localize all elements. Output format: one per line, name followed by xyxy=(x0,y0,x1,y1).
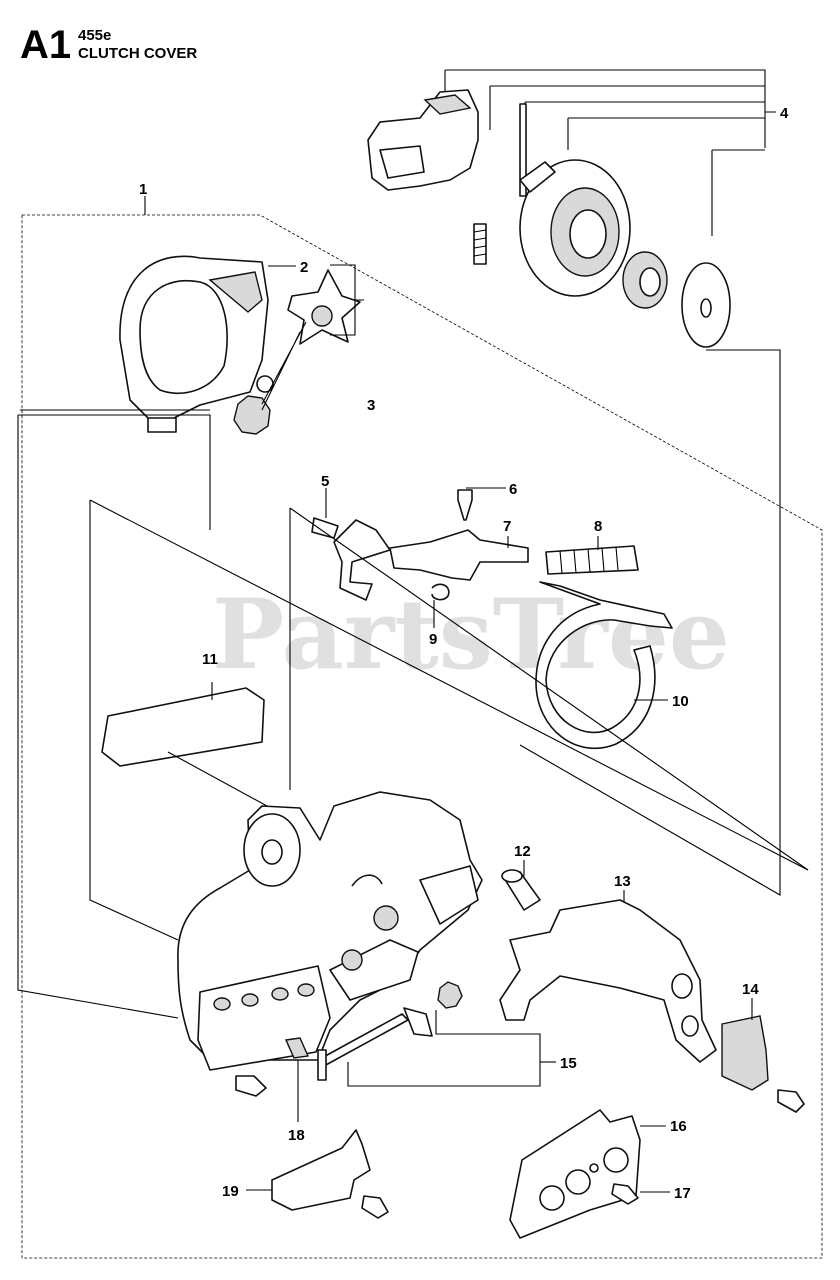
callout-16: 16 xyxy=(670,1118,687,1135)
callout-2: 2 xyxy=(300,259,308,276)
brake-band xyxy=(535,581,673,750)
circlip xyxy=(431,583,450,601)
screw-body xyxy=(235,1075,267,1097)
screw-14 xyxy=(777,1089,805,1113)
callout-8: 8 xyxy=(594,518,602,535)
brake-spring xyxy=(545,545,639,575)
callout-7: 7 xyxy=(503,518,511,535)
part-11-decal xyxy=(101,682,279,813)
adjuster-gear xyxy=(233,395,271,435)
brake-pin xyxy=(311,517,339,539)
callout-18: 18 xyxy=(288,1127,305,1144)
callout-19: 19 xyxy=(222,1183,239,1200)
chain-brake-group xyxy=(311,489,673,750)
brake-lever xyxy=(333,519,391,601)
callout-14: 14 xyxy=(742,981,759,998)
parts-18-19 xyxy=(235,1037,389,1219)
brake-linkage xyxy=(389,529,529,581)
decal-label xyxy=(101,687,265,767)
callout-12: 12 xyxy=(514,843,531,860)
pin-18 xyxy=(284,1037,310,1059)
part-16-cover-plate xyxy=(509,1109,641,1239)
callout-9: 9 xyxy=(429,631,437,648)
assembly-boundary xyxy=(21,214,823,1259)
part-2-cover-cap xyxy=(119,255,274,433)
callout-3: 3 xyxy=(367,397,375,414)
callout-10: 10 xyxy=(672,693,689,710)
guide-plate xyxy=(499,899,717,1063)
callout-4: 4 xyxy=(780,105,789,122)
callout-11: 11 xyxy=(202,651,218,668)
part-13-guide-plate xyxy=(499,899,717,1063)
screw-17 xyxy=(611,1183,639,1205)
callout-15: 15 xyxy=(560,1055,577,1072)
part-12-bushing xyxy=(501,869,541,911)
section-title: CLUTCH COVER xyxy=(78,45,197,62)
part-3-knob xyxy=(233,264,364,435)
group-4-bracket xyxy=(445,69,776,151)
screw-19 xyxy=(361,1195,389,1219)
assembly-1-frame xyxy=(17,414,809,1019)
clutch-drum-group xyxy=(367,69,781,896)
callout-numbers: 1 2 3 4 5 6 7 8 9 10 11 12 13 14 15 16 1… xyxy=(139,105,789,1202)
callout-1: 1 xyxy=(139,181,147,198)
callout-17: 17 xyxy=(674,1185,691,1202)
model-number: 455e xyxy=(78,27,111,44)
section-code: A1 xyxy=(20,23,71,67)
spacer-bar xyxy=(271,1129,371,1211)
screw-6 xyxy=(457,489,473,521)
part-14-catcher xyxy=(721,1015,805,1113)
adjuster-star-gear xyxy=(437,981,463,1009)
callout-13: 13 xyxy=(614,873,631,890)
callout-5: 5 xyxy=(321,473,329,490)
leader-lines xyxy=(144,196,753,1193)
chain-catcher xyxy=(721,1015,769,1091)
diagram-header: A1 455e CLUTCH COVER xyxy=(20,23,197,67)
callout-6: 6 xyxy=(509,481,517,498)
